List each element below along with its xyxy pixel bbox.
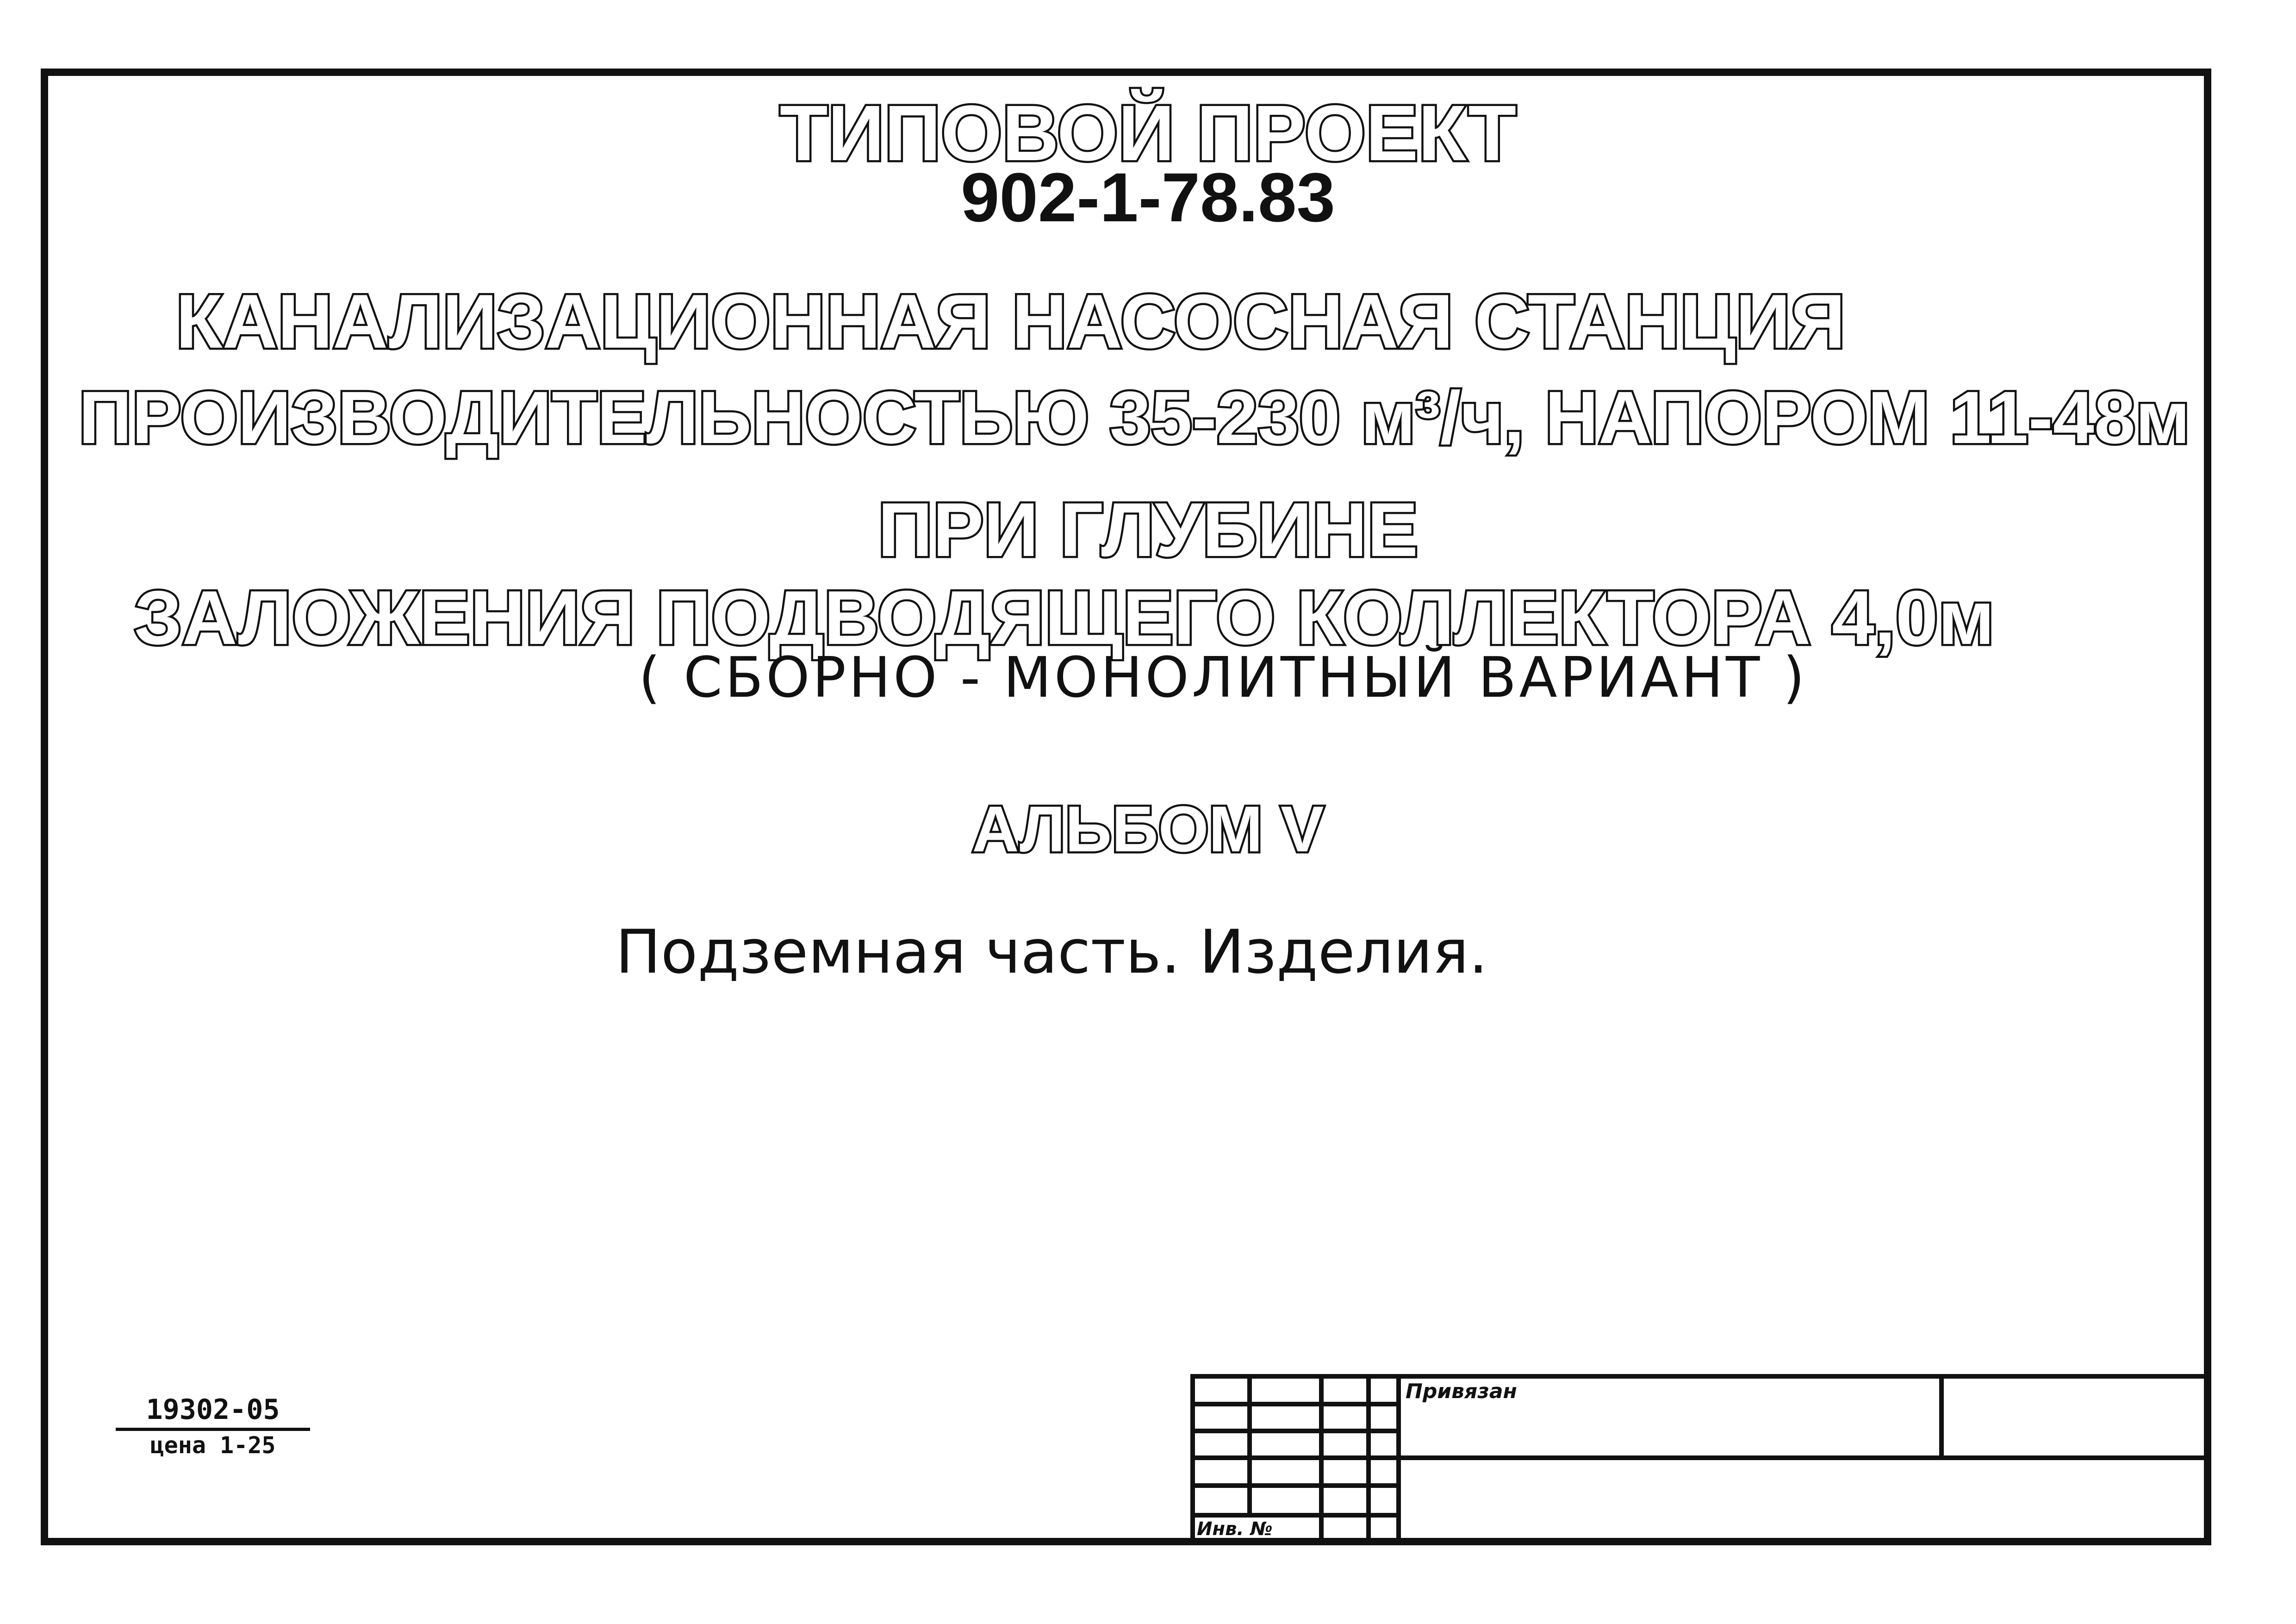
table-rule — [1190, 1402, 1399, 1406]
linked-label: Привязан — [1406, 1380, 1517, 1403]
table-rule — [1190, 1429, 1399, 1433]
drawing-frame — [41, 69, 2211, 1545]
inventory-code: 19302-05 — [116, 1393, 310, 1431]
project-number: 902-1-78.83 — [961, 158, 1335, 236]
table-rule — [1190, 1374, 1195, 1545]
inventory-stamp: 19302-05 цена 1-25 — [116, 1393, 310, 1459]
title-block-table: Привязан Инв. № — [1190, 1374, 2209, 1545]
table-rule — [1247, 1374, 1252, 1515]
table-rule — [1190, 1455, 2209, 1460]
price-label: цена 1-25 — [150, 1432, 276, 1459]
inventory-number-label: Инв. № — [1197, 1518, 1273, 1540]
table-rule — [1190, 1483, 1399, 1488]
title-line-2: ПРОИЗВОДИТЕЛЬНОСТЬЮ 35-230 м³/ч, НАПОРОМ… — [77, 374, 2192, 461]
table-rule — [1190, 1541, 2209, 1545]
album-title: АЛЬБОМ V — [970, 791, 1326, 868]
album-subtitle: Подземная часть. Изделия. — [616, 917, 1488, 987]
table-rule — [1366, 1374, 1371, 1545]
table-rule — [1396, 1374, 1401, 1545]
table-rule — [1319, 1374, 1324, 1545]
table-rule — [1190, 1374, 2209, 1379]
table-rule — [1939, 1374, 1944, 1457]
title-line-3: ПРИ ГЛУБИНЕ — [876, 485, 1420, 575]
title-line-1: КАНАЛИЗАЦИОННАЯ НАСОСНАЯ СТАНЦИЯ — [174, 277, 1848, 366]
table-rule — [2205, 1374, 2209, 1545]
title-line-4: ЗАЛОЖЕНИЯ ПОДВОДЯЩЕГО КОЛЛЕКТОРА 4,0м — [132, 573, 1997, 662]
table-rule — [1190, 1513, 1399, 1518]
title-variant: ( СБОРНО - МОНОЛИТНЫЙ ВАРИАНТ ) — [639, 646, 1808, 710]
document-header: ТИПОВОЙ ПРОЕКТ — [778, 87, 1518, 180]
